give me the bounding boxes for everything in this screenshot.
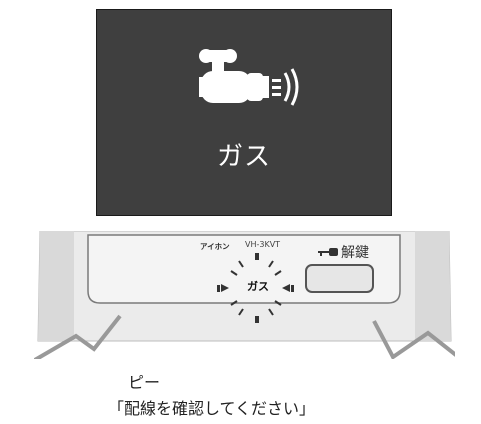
brand-label: アイホン: [200, 242, 230, 251]
display-label: ガス: [216, 142, 271, 172]
voice-message-text: 「配線を確認してください」: [108, 399, 316, 418]
release-button[interactable]: [305, 264, 374, 293]
gas-valve-icon: [199, 49, 299, 106]
key-icon: [318, 248, 338, 256]
beep-sound-text: ピー: [128, 373, 161, 392]
gas-alert-display: ガス: [96, 9, 392, 216]
lamp-label: ガス: [247, 280, 269, 293]
model-label: VH-3KVT: [245, 240, 281, 249]
release-label: 解鍵: [341, 245, 369, 261]
gas-lamp-indicator: [217, 253, 294, 323]
